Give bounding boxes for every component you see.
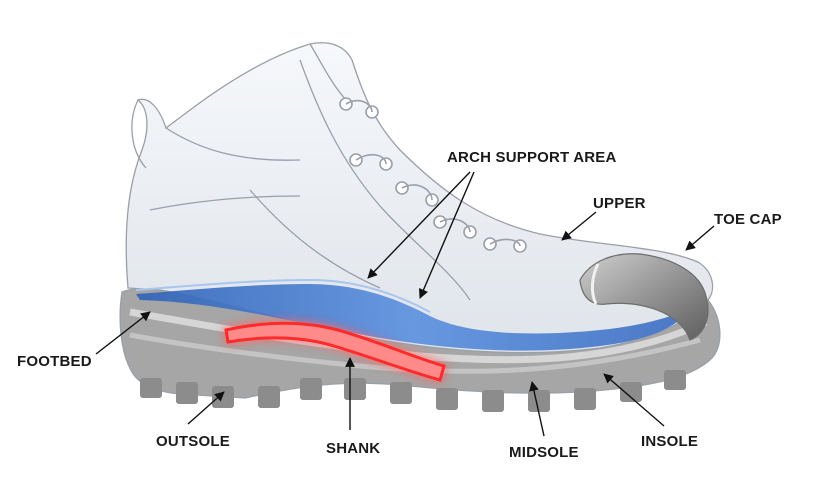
label-arch-support-area: ARCH SUPPORT AREA xyxy=(447,149,617,166)
label-insole: INSOLE xyxy=(641,433,698,450)
midsole-shape xyxy=(129,308,708,364)
label-midsole: MIDSOLE xyxy=(509,444,579,461)
toe-cap-shape xyxy=(579,253,709,341)
footbed-shape xyxy=(136,284,690,351)
label-outsole: OUTSOLE xyxy=(156,433,230,450)
label-toe-cap: TOE CAP xyxy=(714,211,782,228)
upper-shape xyxy=(125,42,714,354)
leader-lines xyxy=(95,171,715,437)
shank-shape xyxy=(224,321,446,382)
label-upper: UPPER xyxy=(593,195,646,212)
label-footbed: FOOTBED xyxy=(17,353,92,370)
label-shank: SHANK xyxy=(326,440,380,457)
laces xyxy=(339,97,527,253)
